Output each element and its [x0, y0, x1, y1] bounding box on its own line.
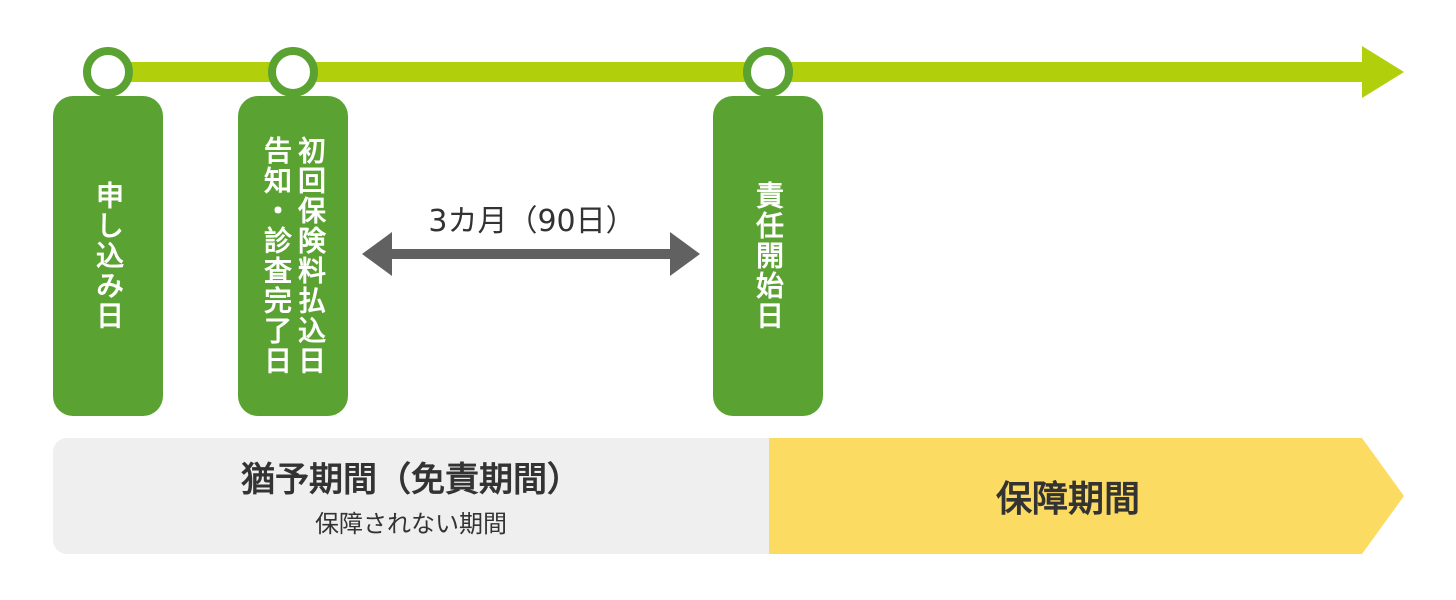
milestone-label-disclosure-complete: 告知・診査完了日: [260, 136, 293, 376]
milestone-label-first-payment: 初回保険料払込日: [294, 136, 327, 376]
milestone-knob-coverage-start: [743, 47, 793, 97]
timeline-bar: [110, 62, 1372, 82]
grace-period-subtitle: 保障されない期間: [315, 510, 507, 538]
milestone-knob-first-payment: [268, 47, 318, 97]
grace-period-band: 猶予期間（免責期間） 保障されない期間: [53, 438, 769, 554]
coverage-period-title: 保障期間: [995, 479, 1140, 520]
interval-label: 3カ月（90日）: [428, 204, 636, 239]
milestone-tag-application: 申し込み日: [53, 96, 163, 416]
interval-double-arrow: [362, 232, 700, 276]
timeline-arrowhead: [1362, 46, 1404, 98]
milestone-tag-coverage-start: 責任開始日: [713, 96, 823, 416]
milestone-tag-first-payment: 初回保険料払込日 告知・診査完了日: [238, 96, 348, 416]
grace-period-title: 猶予期間（免責期間）: [241, 460, 581, 500]
milestone-label-application: 申し込み日: [92, 181, 125, 331]
milestone-knob-application: [83, 47, 133, 97]
coverage-band-shape: [768, 438, 1404, 554]
milestone-label-coverage-start: 責任開始日: [752, 181, 785, 331]
